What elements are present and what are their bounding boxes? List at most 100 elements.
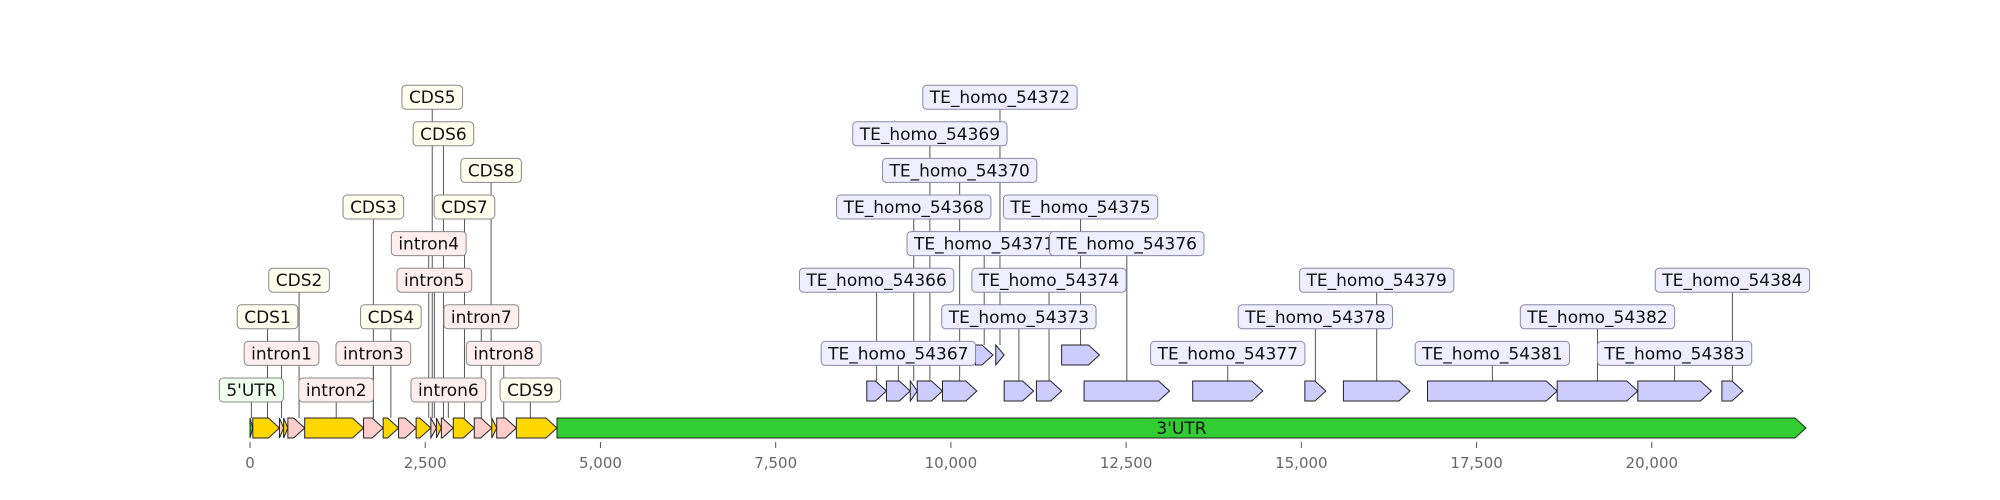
gene-label-box-cds5 — [401, 84, 464, 110]
te-feature-te-homo-54372 — [995, 343, 1005, 367]
gene-label-intron3: intron3 — [343, 344, 404, 364]
te-label-te-homo-54383: TE_homo_54383 — [1603, 344, 1744, 364]
gene-label-box-intron1 — [243, 340, 320, 366]
gene-feature-cds6 — [435, 417, 442, 439]
gene-label-box-intron7 — [443, 304, 520, 330]
gene-label-box-intron2 — [298, 377, 375, 403]
te-label-box-te-homo-54374 — [971, 267, 1127, 293]
te-label-box-te-homo-54378 — [1237, 304, 1394, 330]
gene-structure-track: 3'UTR — [249, 416, 1807, 440]
gene-label-box-intron8 — [465, 340, 542, 366]
axis-tick-label-12500: 12,500 — [1100, 454, 1153, 472]
te-label-box-te-homo-54373 — [941, 304, 1097, 330]
gene-feature-label-3-utr: 3'UTR — [1156, 419, 1206, 439]
axis-tick-label-5000: 5,000 — [579, 454, 622, 472]
position-axis: 0 2,500 5,000 7,500 10,000 12,500 15,000 17,500… — [245, 442, 1679, 472]
gene-label-box-intron3 — [335, 340, 412, 366]
te-label-te-homo-54371: TE_homo_54371 — [913, 235, 1054, 255]
gene-feature-intron8 — [496, 417, 518, 439]
gene-label-intron7: intron7 — [451, 308, 512, 328]
te-label-box-te-homo-54383 — [1596, 340, 1753, 366]
gene-label-cds1: CDS1 — [244, 308, 291, 328]
gene-label-box-cds2 — [268, 267, 330, 293]
te-label-box-te-homo-54377 — [1150, 340, 1306, 366]
te-label-box-te-homo-54370 — [881, 157, 1038, 183]
te-label-box-te-homo-54384 — [1654, 267, 1811, 293]
gene-label-intron5: intron5 — [404, 271, 465, 291]
te-feature-te-homo-54378 — [1304, 380, 1327, 402]
te-label-te-homo-54373: TE_homo_54373 — [948, 308, 1089, 328]
axis-tick-label-2500: 2,500 — [404, 454, 447, 472]
gene-label-cds3: CDS3 — [350, 198, 397, 218]
te-feature-te-homo-54367 — [885, 380, 911, 402]
gene-feature-intron5 — [430, 416, 438, 440]
axis-tick-label-0: 0 — [245, 454, 255, 472]
gene-label-cds9: CDS9 — [507, 381, 554, 401]
gene-label-intron6: intron6 — [418, 381, 479, 401]
gene-label-box-cds9 — [499, 377, 562, 403]
te-feature-te-homo-54373 — [1003, 380, 1035, 402]
te-label-box-te-homo-54369 — [852, 121, 1008, 147]
gene-feature-3-utr — [556, 417, 1807, 439]
gene-feature-cds9 — [515, 417, 558, 439]
gene-label-cds8: CDS8 — [468, 161, 515, 181]
label-connectors — [250, 109, 1733, 418]
te-feature-te-homo-54371 — [974, 344, 994, 366]
gene-feature-cds3 — [304, 417, 365, 439]
gene-feature-cds1 — [252, 417, 281, 439]
te-label-te-homo-54372: TE_homo_54372 — [929, 88, 1070, 108]
gene-feature-intron6 — [440, 417, 455, 439]
te-label-te-homo-54382: TE_homo_54382 — [1526, 308, 1667, 328]
te-feature-te-homo-54377 — [1192, 380, 1264, 402]
gene-label-box-5-utr — [218, 377, 284, 403]
te-label-te-homo-54369: TE_homo_54369 — [859, 125, 1000, 145]
gene-label-box-cds6 — [412, 121, 475, 147]
te-label-box-te-homo-54366 — [798, 267, 955, 293]
te-label-te-homo-54374: TE_homo_54374 — [978, 271, 1119, 291]
gene-feature-cds5 — [415, 417, 432, 439]
te-label-box-te-homo-54382 — [1519, 304, 1676, 330]
te-label-te-homo-54375: TE_homo_54375 — [1009, 198, 1150, 218]
te-feature-te-homo-54370 — [941, 380, 978, 402]
te-label-box-te-homo-54376 — [1049, 231, 1205, 257]
te-feature-te-homo-54374 — [1035, 380, 1063, 402]
te-label-box-te-homo-54375 — [1002, 194, 1159, 220]
gene-label-intron8: intron8 — [473, 344, 534, 364]
gene-label-box-cds7 — [433, 194, 496, 220]
te-feature-te-homo-54379 — [1342, 380, 1411, 402]
gene-feature-cds2 — [283, 417, 289, 439]
gene-label-intron1: intron1 — [251, 344, 312, 364]
te-label-te-homo-54370: TE_homo_54370 — [888, 161, 1029, 181]
te-label-te-homo-54376: TE_homo_54376 — [1056, 235, 1197, 255]
te-feature-te-homo-54375 — [1061, 344, 1101, 366]
gene-feature-intron4 — [398, 417, 417, 439]
te-label-box-te-homo-54379 — [1299, 267, 1455, 293]
gene-label-cds4: CDS4 — [368, 308, 415, 328]
gene-feature-cds4 — [382, 417, 400, 439]
gene-feature-intron1 — [278, 417, 285, 439]
axis-tick-label-20000: 20,000 — [1626, 454, 1679, 472]
te-label-te-homo-54367: TE_homo_54367 — [827, 344, 968, 364]
te-label-te-homo-54384: TE_homo_54384 — [1661, 271, 1802, 291]
te-feature-track — [866, 343, 1744, 403]
axis-tick-label-10000: 10,000 — [925, 454, 978, 472]
te-feature-te-homo-54384 — [1721, 380, 1744, 402]
te-feature-te-homo-54376 — [1083, 380, 1171, 402]
te-label-te-homo-54368: TE_homo_54368 — [843, 198, 984, 218]
te-label-te-homo-54378: TE_homo_54378 — [1244, 308, 1385, 328]
te-feature-te-homo-54366 — [866, 380, 888, 402]
axis-tick-label-17500: 17,500 — [1450, 454, 1503, 472]
gene-label-intron4: intron4 — [398, 235, 459, 255]
gene-label-box-cds8 — [460, 157, 522, 183]
te-feature-te-homo-54382 — [1556, 380, 1639, 402]
axis-tick-label-7500: 7,500 — [754, 454, 797, 472]
gene-label-box-intron4 — [390, 231, 467, 257]
gene-label-cds7: CDS7 — [441, 198, 488, 218]
te-label-te-homo-54381: TE_homo_54381 — [1421, 344, 1562, 364]
te-label-te-homo-54379: TE_homo_54379 — [1306, 271, 1447, 291]
axis-tick-label-15000: 15,000 — [1275, 454, 1328, 472]
gene-label-box-cds3 — [342, 194, 405, 220]
gene-label-box-cds4 — [360, 304, 422, 330]
